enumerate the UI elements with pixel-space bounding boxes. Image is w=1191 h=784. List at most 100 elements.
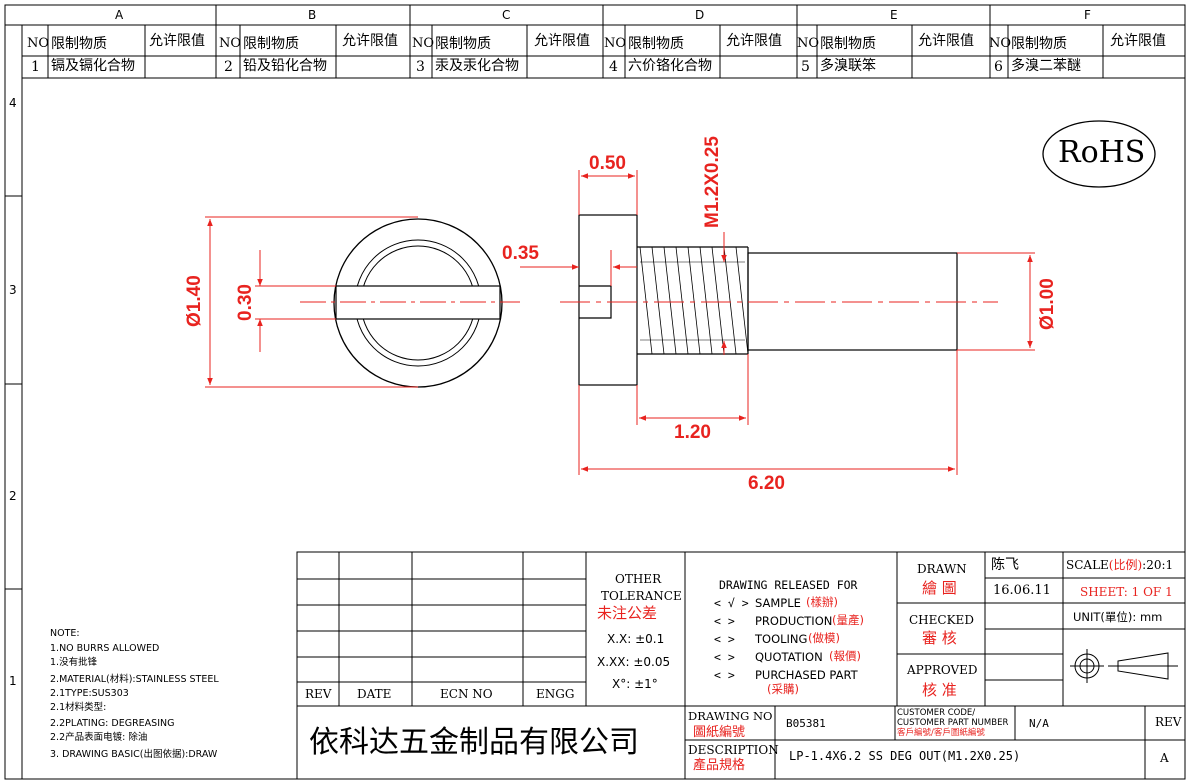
substance-name: 多溴联笨	[820, 58, 876, 74]
note-line: 3. DRAWING BASIC(出图依据):DRAW	[50, 749, 218, 760]
release-option-quotation-cn: (報價)	[829, 649, 861, 663]
col-header-limit: 允许限值	[918, 33, 974, 49]
dim-overall-length: 6.20	[748, 473, 785, 494]
rev-header: REV	[305, 687, 332, 701]
tolerance-angle: X°: ±1°	[612, 677, 658, 691]
substances-table-grid	[22, 25, 1185, 79]
zone-row-4: 4	[9, 96, 17, 110]
release-mark-tooling[interactable]: < >	[714, 632, 735, 646]
side-view	[560, 214, 998, 386]
release-option-purchased-cn: (采購)	[767, 682, 799, 696]
substance-name: 铅及铅化合物	[243, 58, 327, 74]
engg-header: ENGG	[536, 687, 575, 701]
release-option-production-cn: (量產)	[832, 613, 864, 627]
release-option-tooling: TOOLING	[755, 632, 808, 646]
tolerance-two-decimal: X.XX: ±0.05	[597, 655, 671, 669]
zone-column-f: F	[1084, 8, 1091, 22]
customer-code-label: CUSTOMER CODE/	[897, 708, 976, 718]
customer-code-value: N/A	[1029, 717, 1049, 730]
rev-label: REV	[1155, 715, 1182, 729]
substance-name: 六价铬化合物	[628, 58, 712, 74]
col-header-no: NO	[412, 36, 435, 51]
substance-no: 5	[801, 59, 810, 75]
col-header-no: NO	[27, 36, 50, 51]
rohs-label: RoHS	[1058, 135, 1146, 170]
note-line: 2.MATERIAL(材料):STAINLESS STEEL	[50, 674, 219, 685]
rohs-badge-outline	[1042, 120, 1156, 188]
date-header: DATE	[357, 687, 392, 701]
substance-no: 6	[994, 59, 1003, 75]
release-option-tooling-cn: (做模)	[808, 631, 840, 645]
dim-slot-depth: 0.35	[502, 243, 539, 264]
tolerance-title: TOLERANCE	[601, 589, 682, 603]
drawn-label-cn: 繪 圖	[922, 579, 957, 597]
note-line: 2.1TYPE:SUS303	[50, 688, 129, 699]
drawing-no-label: DRAWING NO	[688, 709, 773, 723]
dim-thread-length: 1.20	[674, 422, 711, 443]
title-block-grid	[296, 551, 1185, 779]
substance-name: 多溴二苯醚	[1011, 58, 1081, 74]
dim-shank-diameter: Ø1.00	[1037, 278, 1058, 330]
col-header-no: NO	[989, 36, 1012, 51]
sheet-border	[4, 4, 1186, 780]
note-line: 2.2产品表面电镀: 除油	[50, 732, 148, 743]
col-header-name: 限制物质	[628, 36, 684, 52]
col-header-no: NO	[604, 36, 627, 51]
col-header-limit: 允许限值	[1110, 33, 1166, 49]
description-value: LP-1.4X6.2 SS DEG OUT(M1.2X0.25)	[789, 749, 1021, 763]
col-header-name: 限制物质	[243, 36, 299, 52]
approved-label: APPROVED	[907, 663, 978, 677]
col-header-no: NO	[219, 36, 242, 51]
customer-part-number-label: CUSTOMER PART NUMBER	[897, 718, 1009, 728]
substance-no: 4	[609, 59, 618, 75]
zone-row-2: 2	[9, 489, 17, 503]
substance-no: 2	[224, 59, 233, 75]
dim-head-length: 0.50	[589, 153, 626, 174]
release-option-sample-cn: (樣辦)	[806, 595, 838, 609]
release-mark-purchased[interactable]: < >	[714, 668, 735, 682]
release-mark-sample[interactable]: < √ >	[714, 596, 749, 610]
release-mark-production[interactable]: < >	[714, 614, 735, 628]
col-header-name: 限制物质	[435, 36, 491, 52]
projection-symbol	[1070, 649, 1178, 683]
col-header-limit: 允许限值	[149, 33, 205, 49]
zone-column-e: E	[890, 8, 898, 22]
checked-label-cn: 審 核	[922, 629, 957, 647]
notes-title: NOTE:	[50, 628, 80, 639]
scale-label: SCALE(比例):20:1	[1066, 558, 1174, 572]
col-header-limit: 允许限值	[726, 33, 782, 49]
col-header-name: 限制物质	[820, 36, 876, 52]
dim-head-diameter: Ø1.40	[184, 275, 205, 327]
drawing-no-label-cn: 圖紙編號	[693, 725, 746, 740]
substance-name: 镉及镉化合物	[51, 58, 135, 74]
release-mark-quotation[interactable]: < >	[714, 650, 735, 664]
release-option-production: PRODUCTION	[755, 614, 833, 628]
zone-column-a: A	[115, 8, 124, 22]
note-line: 2.1材料类型:	[50, 702, 107, 713]
tolerance-title-cn: 未注公差	[597, 604, 658, 622]
release-option-purchased: PURCHASED PART	[755, 668, 858, 682]
sheet-number: SHEET: 1 OF 1	[1080, 585, 1173, 599]
end-view	[300, 218, 520, 388]
description-label-cn: 產品規格	[693, 758, 746, 773]
col-header-name: 限制物质	[51, 36, 107, 52]
zone-row-1: 1	[9, 674, 17, 688]
zone-column-b: B	[308, 8, 317, 22]
drawn-label: DRAWN	[917, 562, 967, 576]
drawing-no: B05381	[786, 717, 826, 730]
col-header-limit: 允许限值	[342, 33, 398, 49]
substance-no: 3	[416, 59, 425, 75]
checked-label: CHECKED	[909, 613, 974, 627]
dimension-lines	[205, 170, 1035, 475]
dim-thread-spec: M1.2X0.25	[702, 136, 723, 228]
note-line: 1.NO BURRS ALLOWED	[50, 643, 160, 654]
unit-label: UNIT(單位): mm	[1073, 610, 1163, 624]
col-header-limit: 允许限值	[534, 33, 590, 49]
approved-label-cn: 核 准	[922, 681, 957, 699]
rev-value: A	[1160, 751, 1169, 765]
release-option-sample: SAMPLE	[755, 596, 801, 610]
col-header-name: 限制物质	[1011, 36, 1067, 52]
note-line: 2.2PLATING: DEGREASING	[50, 718, 175, 729]
tolerance-title: OTHER	[615, 572, 662, 586]
company-name: 依科达五金制品有限公司	[309, 725, 639, 760]
